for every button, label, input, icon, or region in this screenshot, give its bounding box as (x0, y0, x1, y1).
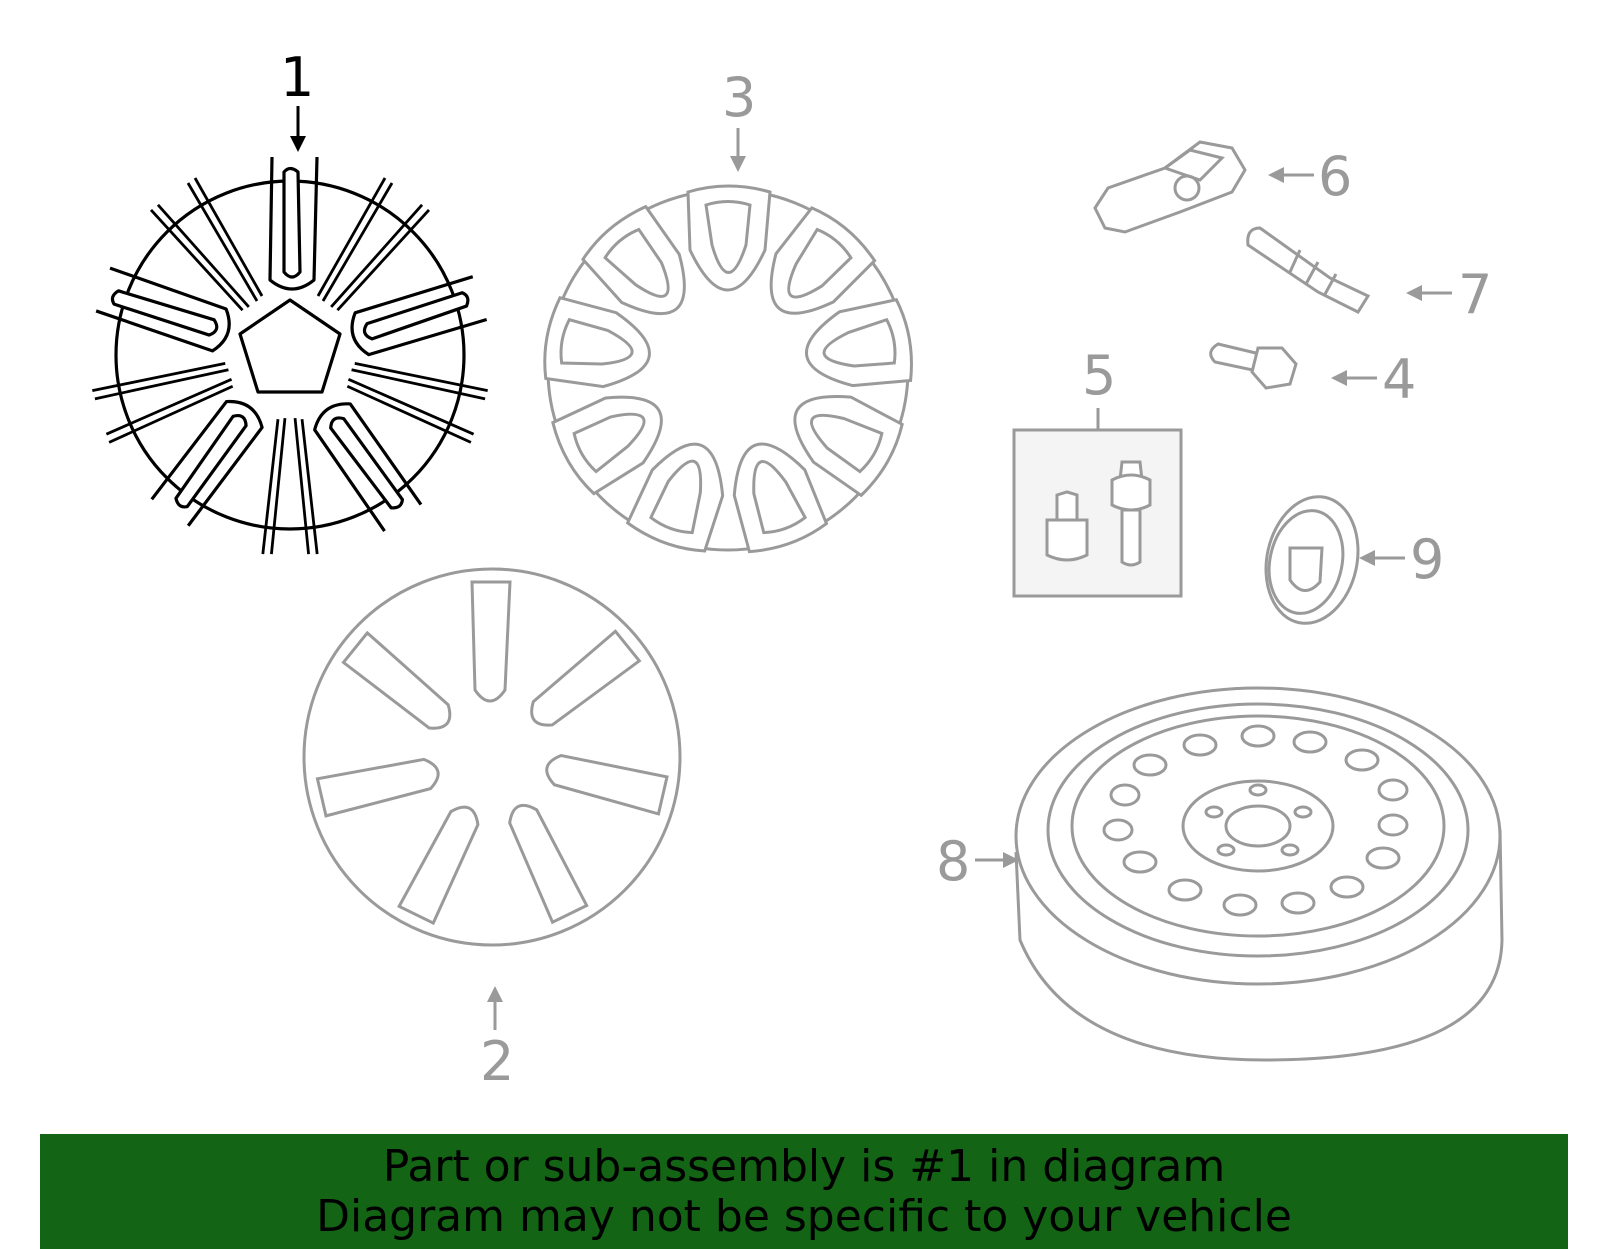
callout-1: 1 (280, 46, 314, 109)
part-1-wheel[interactable] (88, 156, 492, 560)
arrow-6-head (1268, 167, 1284, 183)
part-3-wheel[interactable] (538, 184, 918, 559)
part-2-wheel[interactable] (302, 567, 682, 947)
arrow-8-head (1003, 852, 1019, 868)
callout-8: 8 (936, 830, 970, 893)
info-banner: Part or sub-assembly is #1 in diagram Di… (40, 1134, 1568, 1249)
banner-line-2: Diagram may not be specific to your vehi… (316, 1191, 1292, 1242)
arrow-9-head (1359, 550, 1375, 566)
parts-diagram: 1 2 3 4 5 6 7 8 9 (88, 46, 1504, 1093)
banner-line-1: Part or sub-assembly is #1 in diagram (382, 1141, 1226, 1192)
arrow-1-head (290, 136, 306, 152)
part-8-spare-wheel[interactable] (1014, 686, 1504, 1062)
callout-labels: 1 2 3 4 5 6 7 8 9 (280, 46, 1492, 1093)
part-7-valve-stem[interactable] (1246, 226, 1371, 314)
arrow-2-head (487, 986, 503, 1002)
callout-2: 2 (480, 1030, 514, 1093)
callout-7: 7 (1458, 263, 1492, 326)
part-4-valve-nut[interactable] (1209, 342, 1298, 390)
arrow-4-head (1331, 370, 1347, 386)
arrow-3-head (730, 156, 746, 172)
callout-6: 6 (1318, 145, 1352, 208)
callout-arrows (290, 106, 1452, 1030)
part-9-center-cap[interactable] (1255, 488, 1370, 632)
callout-4: 4 (1382, 348, 1416, 411)
callout-9: 9 (1410, 528, 1444, 591)
part-6-tpms-sensor[interactable] (1093, 140, 1247, 234)
arrow-7-head (1406, 285, 1422, 301)
part-5-lug-nut-kit[interactable] (1012, 428, 1183, 598)
callout-3: 3 (722, 66, 756, 129)
callout-5: 5 (1082, 344, 1116, 407)
